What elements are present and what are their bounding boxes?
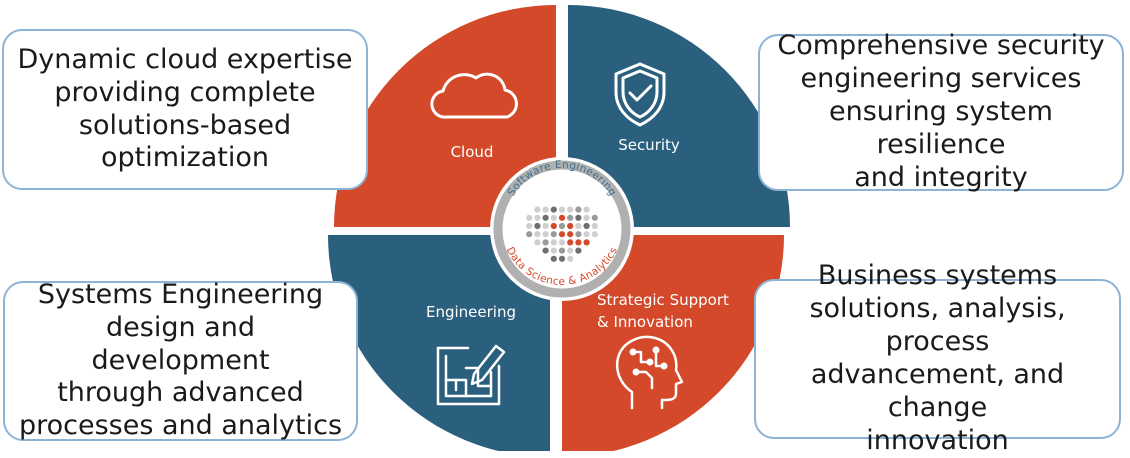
logo-dot bbox=[583, 222, 590, 230]
quadrant-label-strategic-line2: & Innovation bbox=[597, 313, 693, 331]
logo-dot bbox=[558, 239, 566, 246]
logo-dot bbox=[575, 239, 582, 246]
logo-dot bbox=[526, 231, 533, 238]
center-dot-logo bbox=[526, 206, 598, 262]
logo-dot bbox=[583, 239, 590, 246]
logo-dot bbox=[558, 206, 566, 213]
logo-dot bbox=[575, 206, 582, 213]
logo-dot bbox=[550, 206, 557, 213]
logo-dot bbox=[550, 222, 557, 230]
center-ring bbox=[493, 160, 631, 298]
logo-dot bbox=[542, 247, 549, 254]
logo-dot bbox=[534, 214, 541, 221]
logo-dot bbox=[558, 214, 566, 221]
logo-dot bbox=[575, 214, 582, 221]
logo-dot bbox=[550, 239, 557, 246]
quadrant-label-engineering: Engineering bbox=[426, 303, 516, 321]
shield-check-icon bbox=[614, 62, 666, 127]
logo-dot bbox=[550, 255, 557, 262]
callout-engineering: Systems Engineering design and developme… bbox=[3, 279, 358, 441]
logo-dot bbox=[567, 222, 574, 230]
callout-strategic: Business systems solutions, analysis, pr… bbox=[754, 260, 1121, 456]
logo-dot bbox=[583, 231, 590, 238]
blueprint-pencil-icon bbox=[436, 344, 506, 406]
logo-dot bbox=[567, 214, 574, 221]
quadrant-label-cloud: Cloud bbox=[451, 143, 494, 161]
logo-dot bbox=[534, 231, 541, 238]
quadrant-engineering bbox=[328, 235, 550, 451]
logo-dot bbox=[583, 214, 590, 221]
logo-dot bbox=[567, 239, 574, 246]
logo-dot bbox=[550, 231, 557, 238]
logo-dot bbox=[558, 247, 566, 254]
logo-dot bbox=[534, 206, 541, 213]
quadrant-security bbox=[568, 5, 790, 227]
callout-cloud: Dynamic cloud expertise providing comple… bbox=[2, 29, 368, 190]
logo-dot bbox=[542, 214, 549, 221]
logo-dot bbox=[534, 239, 541, 246]
quadrant-strategic bbox=[562, 235, 784, 451]
logo-dot bbox=[583, 206, 590, 213]
logo-dot bbox=[558, 255, 566, 262]
logo-dot bbox=[542, 239, 549, 246]
logo-dot bbox=[591, 231, 598, 238]
callout-security: Comprehensive security engineering servi… bbox=[758, 30, 1124, 193]
logo-dot bbox=[542, 222, 549, 230]
cloud-icon bbox=[430, 72, 518, 119]
quadrant-label-security: Security bbox=[618, 136, 680, 154]
logo-dot bbox=[575, 222, 582, 230]
logo-dot bbox=[550, 247, 557, 254]
logo-dot bbox=[591, 222, 598, 230]
logo-dot bbox=[575, 231, 582, 238]
logo-dot bbox=[558, 222, 566, 230]
logo-dot bbox=[567, 247, 574, 254]
logo-dot bbox=[591, 214, 598, 221]
logo-dot bbox=[534, 222, 541, 230]
logo-dot bbox=[567, 206, 574, 213]
logo-dot bbox=[575, 247, 582, 254]
brain-head-icon bbox=[615, 335, 684, 410]
logo-dot bbox=[526, 222, 533, 230]
logo-dot bbox=[558, 231, 566, 238]
logo-dot bbox=[550, 214, 557, 221]
logo-dot bbox=[542, 206, 549, 213]
logo-dot bbox=[567, 231, 574, 238]
center-badge: Software Engineering Data Science & Anal… bbox=[490, 157, 634, 301]
quadrant-label-strategic-line1: Strategic Support bbox=[597, 291, 729, 309]
logo-dot bbox=[542, 231, 549, 238]
logo-dot bbox=[526, 214, 533, 221]
logo-dot bbox=[567, 255, 574, 262]
